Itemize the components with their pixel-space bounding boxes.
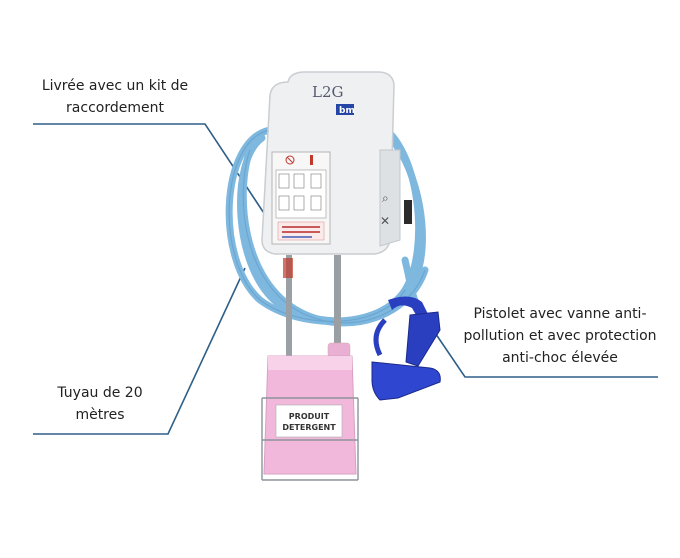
svg-text:⌕: ⌕ xyxy=(382,191,389,205)
canister-label-line2: DETERGENT xyxy=(282,423,336,432)
dispenser-housing: ⌕ ✕ L2G bm xyxy=(261,71,412,255)
leader-line-pistolet xyxy=(424,317,658,378)
canister-label-line1: PRODUIT xyxy=(289,412,330,421)
callout-spray-gun: Pistolet avec vanne anti-pollution et av… xyxy=(463,306,657,366)
brand-badge: bm xyxy=(339,106,355,116)
callout-connection-kit: Livrée avec un kit de raccordement xyxy=(41,78,189,116)
canister: PRODUIT DETERGENT xyxy=(261,342,359,481)
svg-text:✕: ✕ xyxy=(380,214,390,228)
brand-logo: L2G xyxy=(312,83,344,101)
leader-line-tuyau xyxy=(33,267,246,435)
callout-hose: Tuyau de 20 mètres xyxy=(57,385,143,423)
leader-line-kit xyxy=(33,123,286,246)
spray-gun xyxy=(371,296,441,401)
